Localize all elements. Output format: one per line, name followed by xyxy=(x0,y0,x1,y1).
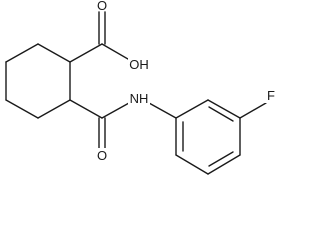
c-f-bond xyxy=(239,102,267,119)
ring-bond xyxy=(37,43,71,63)
aromatic-inner-bond xyxy=(208,151,234,167)
amide-oxygen-label: O xyxy=(97,148,107,163)
fluorine-label: F xyxy=(267,88,275,103)
aromatic-bond xyxy=(207,99,241,119)
ring-to-carboxyl-bond xyxy=(69,43,103,63)
cyclohexane-ring xyxy=(5,43,71,119)
atom-labels: O OH O NH F xyxy=(94,0,278,163)
amide-group xyxy=(69,99,177,149)
aromatic-bond xyxy=(207,154,241,175)
c-n-bond xyxy=(101,102,130,119)
aromatic-bond xyxy=(175,154,209,175)
ring-to-amide-bond xyxy=(69,99,103,119)
carboxyl-oxygen-label: O xyxy=(97,0,107,13)
carboxylic-acid-group xyxy=(69,11,129,63)
ring-bond xyxy=(5,43,39,63)
c-oh-bond xyxy=(101,43,129,60)
ring-bond xyxy=(37,99,71,119)
amine-nh-label: NH xyxy=(130,91,149,106)
aromatic-inner-bond xyxy=(208,106,234,122)
n-aryl-bond xyxy=(148,102,177,119)
aromatic-bond xyxy=(175,99,209,119)
chemical-structure: O OH O NH F xyxy=(5,0,278,175)
ring-bond xyxy=(5,99,39,119)
hydroxyl-label: OH xyxy=(129,57,149,72)
fluorophenyl-ring xyxy=(175,99,267,175)
